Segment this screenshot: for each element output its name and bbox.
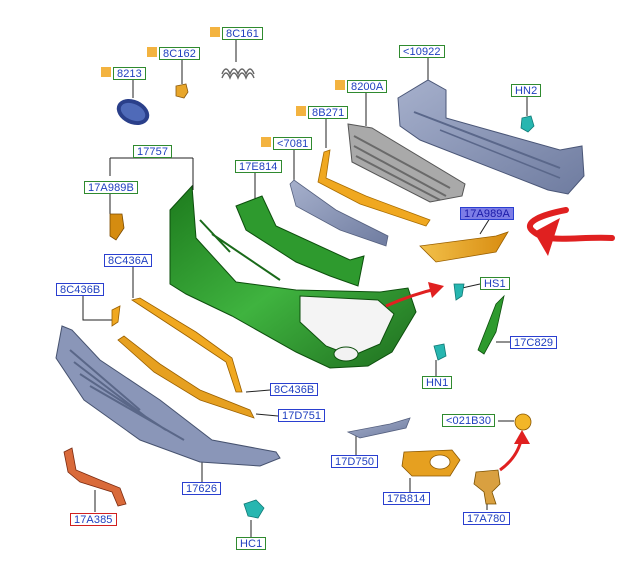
- label-hc1[interactable]: HC1: [236, 537, 267, 550]
- hc1-part: [243, 499, 265, 519]
- tow-cap-part: [514, 413, 532, 431]
- left-bracket-part: [109, 213, 125, 241]
- spring-part: [221, 68, 255, 80]
- fog-lamp-part: [116, 98, 150, 126]
- red-arrow-head-center: [428, 282, 444, 298]
- orange-tag-icon: [147, 47, 157, 57]
- label-17a989a[interactable]: 17A989A: [460, 207, 514, 220]
- label-17626[interactable]: 17626: [182, 482, 222, 495]
- grille-part: [347, 123, 466, 203]
- label-8c162[interactable]: 8C162: [159, 47, 200, 60]
- label-8c436b-left[interactable]: 8C436B: [56, 283, 105, 296]
- red-arrow-head-top-right: [534, 218, 560, 256]
- orange-tag-icon: [101, 67, 111, 77]
- label-hn1[interactable]: HN1: [422, 376, 453, 389]
- lower-bracket-part: [63, 447, 127, 507]
- orange-tag-icon: [296, 106, 306, 116]
- hn1-part: [433, 343, 447, 361]
- label-10922[interactable]: <10922: [399, 45, 445, 58]
- bumper-cover-part: [169, 184, 417, 369]
- molding-strip-part: [346, 417, 411, 439]
- orange-tag-icon: [335, 80, 345, 90]
- clip-part: [175, 83, 189, 99]
- label-8213[interactable]: 8213: [113, 67, 146, 80]
- label-17a385[interactable]: 17A385: [70, 513, 117, 526]
- molding-part: [289, 179, 389, 247]
- orange-tag-icon: [210, 27, 220, 37]
- label-17b814[interactable]: 17B814: [383, 492, 430, 505]
- red-arrow-head-lower-right: [514, 430, 530, 444]
- label-17a780[interactable]: 17A780: [463, 512, 510, 525]
- label-17d751[interactable]: 17D751: [278, 409, 326, 422]
- label-17757[interactable]: 17757: [133, 145, 173, 158]
- lower-grille-part: [55, 325, 281, 467]
- label-hn2[interactable]: HN2: [511, 84, 542, 97]
- trim-strip-a-part: [131, 297, 243, 393]
- label-8c436a[interactable]: 8C436A: [104, 254, 153, 267]
- label-17d750[interactable]: 17D750: [331, 455, 379, 468]
- side-strip-part: [477, 294, 505, 355]
- hs1-clip-part: [453, 283, 465, 301]
- hn2-part: [520, 115, 535, 133]
- label-7081[interactable]: <7081: [273, 137, 313, 150]
- orange-tag-icon: [261, 137, 271, 147]
- label-8b271[interactable]: 8B271: [308, 106, 349, 119]
- label-17e814[interactable]: 17E814: [235, 160, 282, 173]
- label-17a989b[interactable]: 17A989B: [84, 181, 138, 194]
- label-hs1[interactable]: HS1: [480, 277, 510, 290]
- reinforcement-beam-part: [397, 79, 585, 195]
- right-reflector-part: [419, 231, 509, 263]
- label-8c161[interactable]: 8C161: [222, 27, 263, 40]
- leader-lines: [82, 40, 528, 537]
- label-17c829[interactable]: 17C829: [510, 336, 558, 349]
- lower-trim-strip-part: [117, 335, 255, 419]
- trim-strip-b-part: [111, 305, 121, 327]
- fog-bezel-part: [401, 449, 461, 477]
- label-8c436b-right[interactable]: 8C436B: [270, 383, 319, 396]
- label-021b30[interactable]: <021B30: [442, 414, 496, 427]
- upper-trim-strip-part: [317, 149, 431, 227]
- label-8200a[interactable]: 8200A: [347, 80, 388, 93]
- tow-bracket-part: [473, 469, 501, 505]
